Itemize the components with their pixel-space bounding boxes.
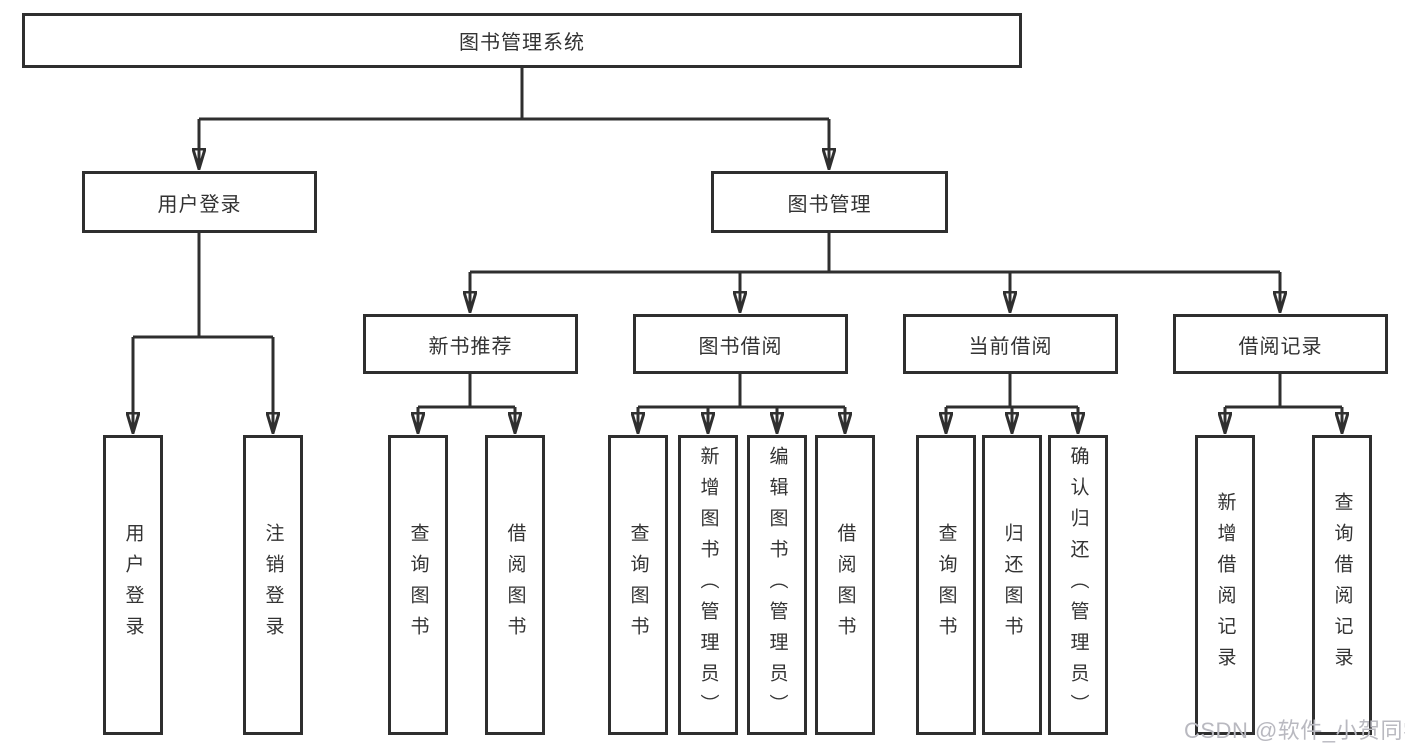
- leaf-query-borrow-record: 查询借阅记录: [1312, 435, 1372, 735]
- leaf-add-books-admin-label: 新增图书（管理员）: [697, 445, 719, 725]
- leaf-query-borrow-record-label: 查询借阅记录: [1331, 492, 1353, 678]
- connector-user-login-to-leaves: [133, 233, 273, 432]
- leaf-query-books-recommend-label: 查询图书: [407, 523, 429, 647]
- node-new-book-recommend-label: 新书推荐: [428, 335, 513, 358]
- node-user-login: 用户登录: [82, 171, 317, 233]
- node-book-borrow: 图书借阅: [633, 314, 848, 374]
- leaf-query-books-current-label: 查询图书: [935, 523, 957, 647]
- node-book-management-label: 图书管理: [787, 193, 872, 216]
- connector-book-borrow-to-leaves: [638, 374, 845, 432]
- node-borrow-records: 借阅记录: [1173, 314, 1388, 374]
- leaf-confirm-return-admin-label: 确认归还（管理员）: [1067, 445, 1089, 725]
- leaf-logout: 注销登录: [243, 435, 303, 735]
- node-book-management: 图书管理: [711, 171, 948, 233]
- leaf-edit-books-admin: 编辑图书（管理员）: [747, 435, 807, 735]
- node-book-borrow-label: 图书借阅: [698, 335, 783, 358]
- node-new-book-recommend: 新书推荐: [363, 314, 578, 374]
- leaf-add-borrow-record: 新增借阅记录: [1195, 435, 1255, 735]
- leaf-user-login: 用户登录: [103, 435, 163, 735]
- leaf-query-books-borrow: 查询图书: [608, 435, 668, 735]
- node-current-borrow: 当前借阅: [903, 314, 1118, 374]
- leaf-return-books: 归还图书: [982, 435, 1042, 735]
- node-root: 图书管理系统: [22, 13, 1022, 68]
- csdn-watermark: CSDN @软件_小贺同学: [1184, 718, 1405, 743]
- node-borrow-records-label: 借阅记录: [1238, 335, 1323, 358]
- leaf-borrow-books-recommend-label: 借阅图书: [504, 523, 526, 647]
- leaf-query-books-current: 查询图书: [916, 435, 976, 735]
- leaf-borrow-books-label: 借阅图书: [834, 523, 856, 647]
- leaf-return-books-label: 归还图书: [1001, 523, 1023, 647]
- node-current-borrow-label: 当前借阅: [968, 335, 1053, 358]
- leaf-borrow-books-recommend: 借阅图书: [485, 435, 545, 735]
- connector-borrow-records-to-leaves: [1225, 374, 1342, 432]
- leaf-borrow-books: 借阅图书: [815, 435, 875, 735]
- leaf-confirm-return-admin: 确认归还（管理员）: [1048, 435, 1108, 735]
- leaf-user-login-label: 用户登录: [122, 523, 144, 647]
- connector-book-management-to-level3: [470, 233, 1280, 311]
- leaf-add-borrow-record-label: 新增借阅记录: [1214, 492, 1236, 678]
- leaf-query-books-borrow-label: 查询图书: [627, 523, 649, 647]
- node-root-label: 图书管理系统: [459, 32, 585, 54]
- connector-new-book-recommend-to-leaves: [418, 374, 515, 432]
- connector-root-to-level2: [199, 68, 829, 168]
- leaf-edit-books-admin-label: 编辑图书（管理员）: [766, 445, 788, 725]
- node-user-login-label: 用户登录: [157, 193, 242, 216]
- connector-current-borrow-to-leaves: [946, 374, 1078, 432]
- leaf-logout-label: 注销登录: [262, 523, 284, 647]
- leaf-add-books-admin: 新增图书（管理员）: [678, 435, 738, 735]
- leaf-query-books-recommend: 查询图书: [388, 435, 448, 735]
